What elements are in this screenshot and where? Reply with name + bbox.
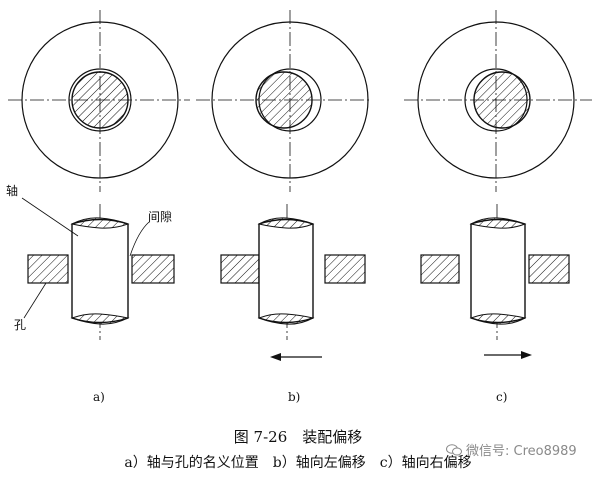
shaft-break-top [70,217,130,229]
shaft-section [255,71,313,129]
callout-shaft: 轴 [6,184,19,198]
panel-c-side-view [420,204,570,359]
shaft-break-bottom [70,313,130,325]
panel-b-label: b) [288,390,301,404]
watermark: 微信号: Creo8989 [446,440,577,459]
shaft-break-bottom [469,313,527,325]
leader-hole [23,282,47,319]
shaft-break-bottom [257,313,315,325]
hole-wall-left [420,254,460,284]
part-outline [21,21,179,179]
leader-shaft [21,197,79,237]
arrow-right-head [521,351,532,359]
panel-b-top-view [196,10,372,192]
assembly-offset-figure [8,10,592,361]
panel-a-label: a) [93,390,105,404]
figure-title: 图 7-26 装配偏移 [233,428,363,446]
hole-wall-right [131,254,175,284]
shaft-break-top [469,217,527,229]
hole-wall-left [220,254,260,284]
part-outline [211,21,369,179]
shaft [71,218,129,324]
panel-a-top-view [8,10,190,192]
shaft-break-top [257,217,315,229]
hole-wall-right [528,254,570,284]
panel-a-side-view [21,197,175,340]
wechat-icon [446,443,462,455]
hole-wall-left [27,254,69,284]
leader-gap [129,221,150,257]
hole-circle [68,68,132,132]
arrow-left-head [270,353,281,361]
shaft [470,218,526,324]
callout-hole: 孔 [14,318,27,332]
figure-caption: a）轴与孔的名义位置 b）轴向左偏移 c）轴向右偏移 [124,455,472,471]
shaft [258,218,314,324]
hole-wall-right [324,254,366,284]
panel-c-label: c) [496,390,508,404]
shaft-section [473,71,531,129]
watermark-text: 微信号: Creo8989 [466,444,577,459]
part-outline [417,21,575,179]
callout-gap: 间隙 [148,210,173,224]
panel-c-top-view [404,10,592,192]
panel-b-side-view [220,204,366,361]
shaft-section [71,71,129,129]
